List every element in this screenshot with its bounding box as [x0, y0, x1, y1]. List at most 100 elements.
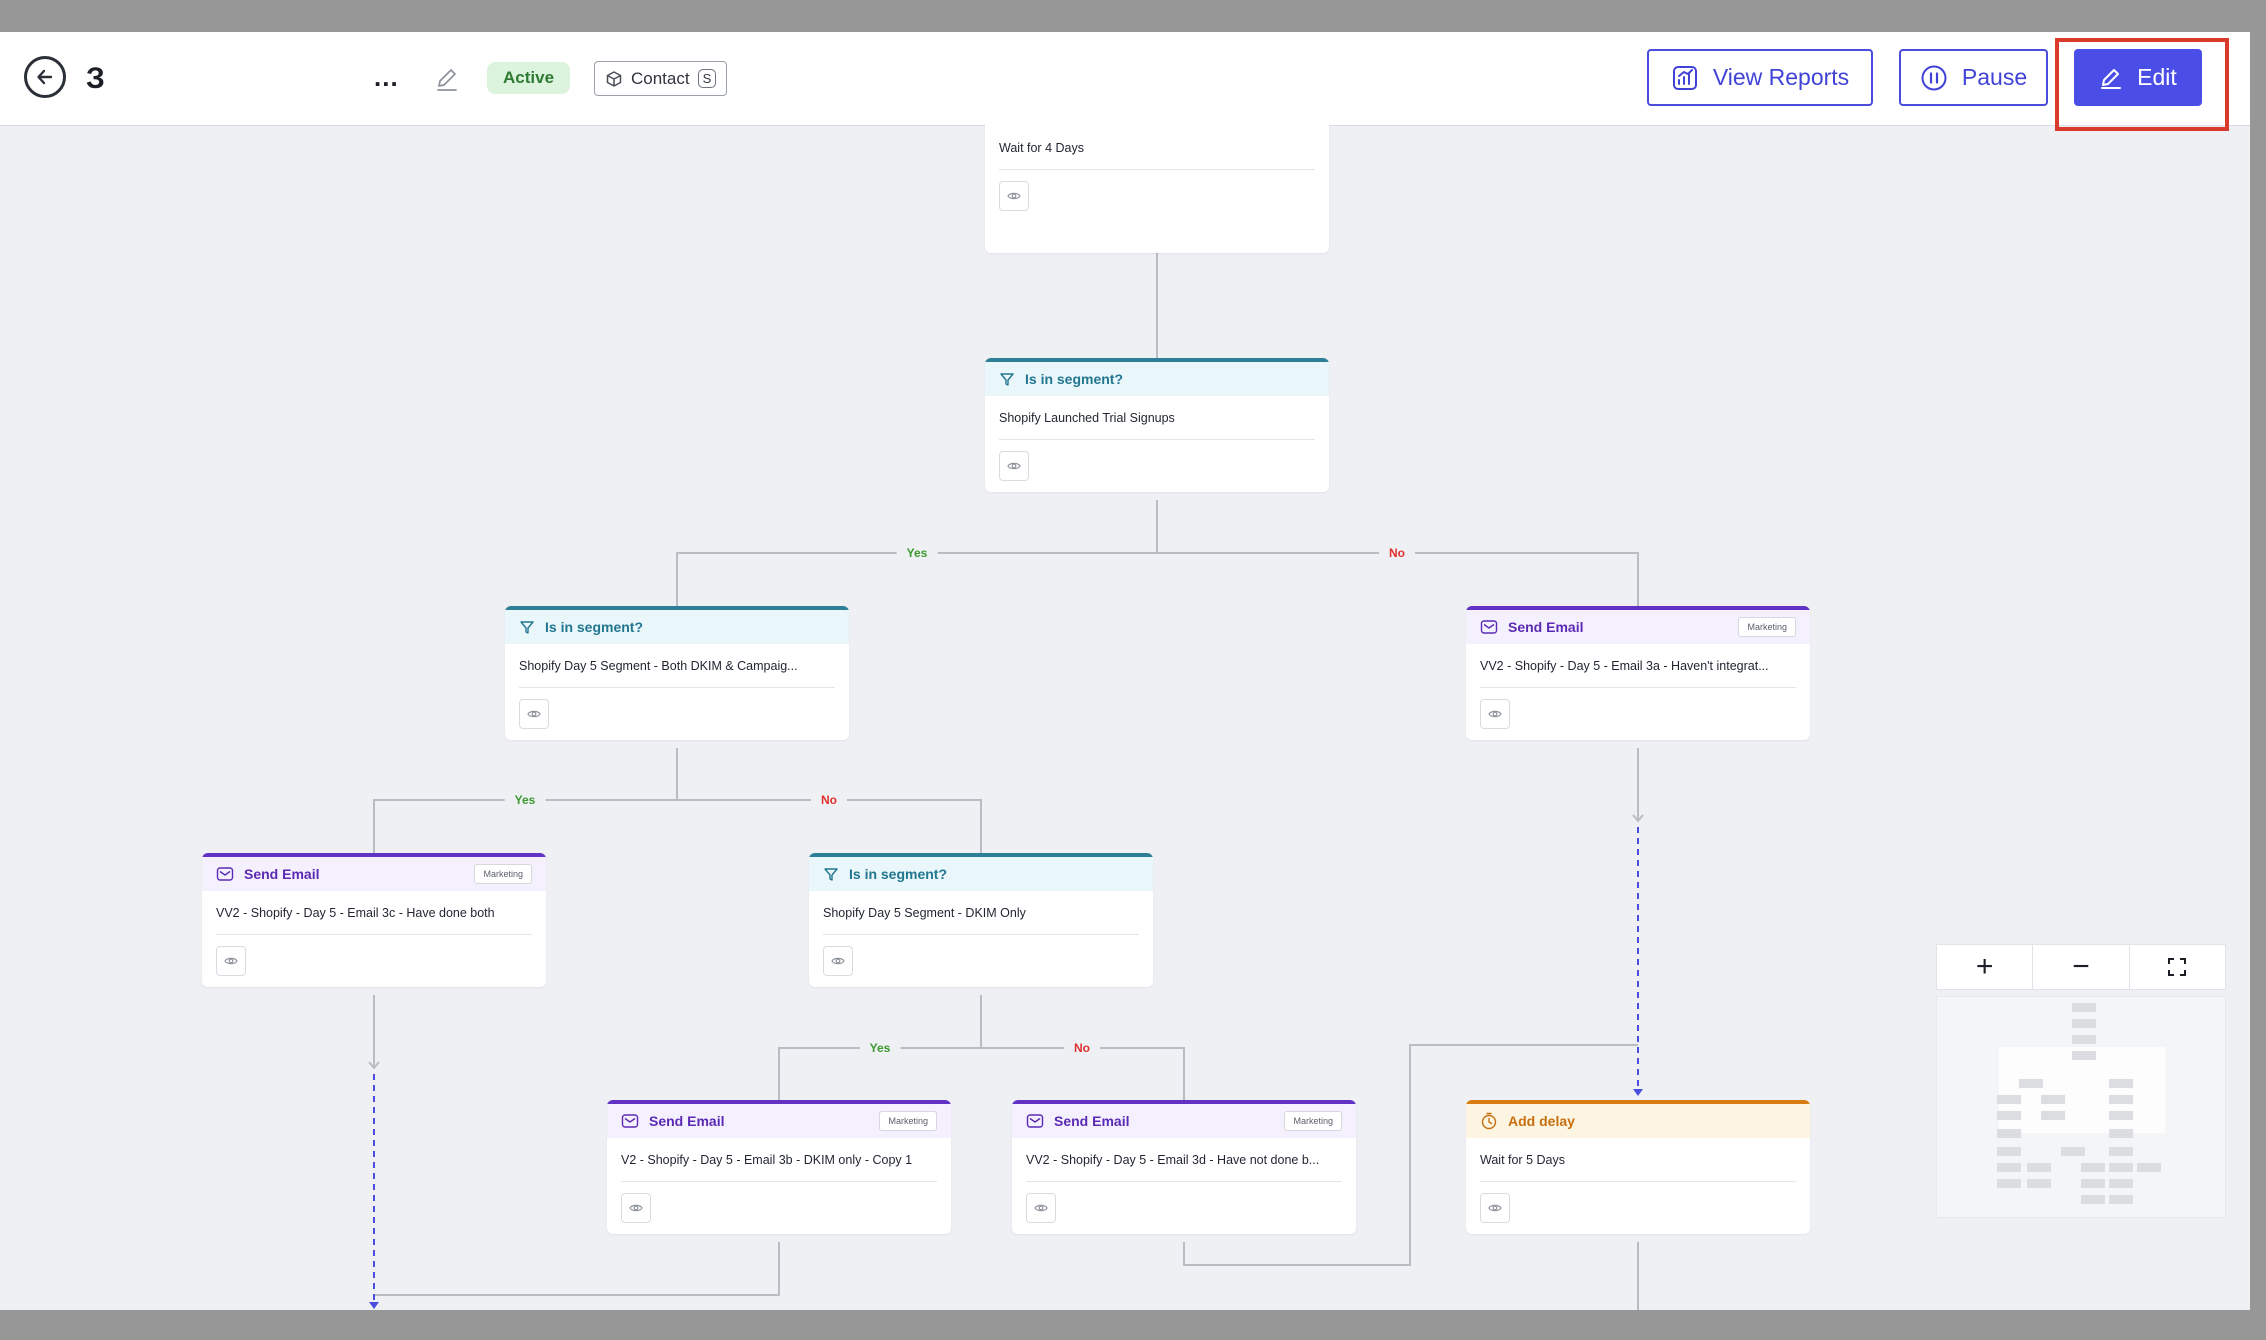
- node-segment-check[interactable]: Is in segment? Shopify Day 5 Segment - D…: [809, 853, 1153, 987]
- connectors: [368, 253, 1644, 1310]
- edge-label-no: No: [1064, 1041, 1100, 1055]
- minimap-node: [2109, 1179, 2133, 1188]
- node-description: Shopify Day 5 Segment - Both DKIM & Camp…: [519, 644, 835, 688]
- mail-icon: [1480, 619, 1498, 635]
- workflow-title: З: [86, 62, 105, 95]
- node-wait-4-days[interactable]: Wait for 4 Days: [985, 116, 1329, 253]
- preview-button[interactable]: [823, 946, 853, 976]
- mail-icon: [216, 866, 234, 882]
- minimap-node: [2109, 1129, 2133, 1138]
- minimap-node: [2081, 1163, 2105, 1172]
- node-header: Is in segment?: [505, 606, 849, 644]
- node-title: Is in segment?: [849, 866, 948, 882]
- edge-label-no: No: [811, 793, 847, 807]
- node-add-delay[interactable]: Add delay Wait for 5 Days: [1466, 1100, 1810, 1234]
- pause-icon: [1921, 65, 1947, 90]
- node-description: Wait for 5 Days: [1480, 1138, 1796, 1182]
- node-send-email[interactable]: Send Email Marketing VV2 - Shopify - Day…: [1012, 1100, 1356, 1234]
- edge-label-yes: Yes: [504, 793, 546, 807]
- marketing-tag: Marketing: [1284, 1111, 1342, 1131]
- minimap-node: [2081, 1195, 2105, 1204]
- trigger-key: S: [697, 69, 717, 88]
- zoom-in-button[interactable]: +: [1937, 945, 2034, 989]
- eye-icon: [629, 1204, 643, 1212]
- title-ellipsis: ...: [374, 62, 399, 92]
- edit-label: Edit: [2137, 64, 2177, 90]
- node-description: V2 - Shopify - Day 5 - Email 3b - DKIM o…: [621, 1138, 937, 1182]
- marketing-tag: Marketing: [474, 864, 532, 884]
- node-title: Is in segment?: [545, 619, 644, 635]
- rename-button[interactable]: [430, 62, 464, 96]
- minimap-node: [1997, 1163, 2021, 1172]
- minimap[interactable]: [1936, 996, 2226, 1218]
- back-button[interactable]: [24, 56, 66, 98]
- minimap-node: [1997, 1147, 2021, 1156]
- preview-button[interactable]: [1480, 699, 1510, 729]
- minimap-node: [2109, 1111, 2133, 1120]
- node-title: Send Email: [1508, 619, 1584, 635]
- eye-icon: [224, 957, 238, 965]
- mail-icon: [1026, 1113, 1044, 1129]
- edge-label-yes: Yes: [859, 1041, 901, 1055]
- view-reports-label: View Reports: [1712, 64, 1850, 90]
- minimap-node: [2072, 1035, 2096, 1044]
- edge-label-no: No: [1379, 546, 1415, 560]
- preview-button[interactable]: [1480, 1193, 1510, 1223]
- view-reports-button[interactable]: View Reports: [1647, 49, 1873, 106]
- pause-button[interactable]: Pause: [1899, 49, 2048, 106]
- pencil-icon: [437, 69, 457, 91]
- edge-label-yes: Yes: [896, 546, 938, 560]
- minimap-node: [2061, 1147, 2085, 1156]
- timer-icon: [1480, 1112, 1498, 1130]
- edit-button[interactable]: Edit: [2074, 49, 2202, 106]
- workflow-app: З ... Active Contact S View Reports Paus…: [0, 32, 2250, 1310]
- node-segment-check[interactable]: Is in segment? Shopify Day 5 Segment - B…: [505, 606, 849, 740]
- node-title: Add delay: [1508, 1113, 1575, 1129]
- node-title: Send Email: [1054, 1113, 1130, 1129]
- preview-button[interactable]: [621, 1193, 651, 1223]
- zoom-out-button[interactable]: −: [2033, 945, 2130, 989]
- eye-icon: [1007, 192, 1021, 200]
- minimap-node: [1997, 1179, 2021, 1188]
- minimap-node: [2019, 1079, 2043, 1088]
- node-header: Is in segment?: [985, 358, 1329, 396]
- preview-button[interactable]: [519, 699, 549, 729]
- minimap-node: [2109, 1147, 2133, 1156]
- node-send-email[interactable]: Send Email Marketing VV2 - Shopify - Day…: [1466, 606, 1810, 740]
- minimap-node: [1997, 1129, 2021, 1138]
- minimap-node: [2137, 1163, 2161, 1172]
- cube-icon: [606, 70, 622, 87]
- node-segment-check[interactable]: Is in segment? Shopify Launched Trial Si…: [985, 358, 1329, 492]
- node-send-email[interactable]: Send Email Marketing VV2 - Shopify - Day…: [202, 853, 546, 987]
- trigger-label: Contact: [631, 68, 690, 88]
- node-description: Shopify Day 5 Segment - DKIM Only: [823, 891, 1139, 935]
- workflow-canvas[interactable]: Yes No Yes No Yes No Wait for 4 Days Is …: [0, 116, 2250, 1310]
- minimap-node: [2072, 1003, 2096, 1012]
- segment-filter-icon: [519, 619, 535, 635]
- eye-icon: [1007, 462, 1021, 470]
- mail-icon: [621, 1113, 639, 1129]
- minimap-node: [2081, 1179, 2105, 1188]
- fit-view-button[interactable]: [2130, 945, 2225, 989]
- preview-button[interactable]: [216, 946, 246, 976]
- top-bar: З ... Active Contact S View Reports Paus…: [0, 32, 2250, 131]
- node-title: Send Email: [244, 866, 320, 882]
- node-header: Send Email Marketing: [202, 853, 546, 891]
- minimap-node: [2041, 1095, 2065, 1104]
- segment-filter-icon: [823, 866, 839, 882]
- node-header: Send Email Marketing: [1012, 1100, 1356, 1138]
- eye-icon: [527, 710, 541, 718]
- arrow-left-icon: [37, 69, 53, 85]
- preview-button[interactable]: [1026, 1193, 1056, 1223]
- node-send-email[interactable]: Send Email Marketing V2 - Shopify - Day …: [607, 1100, 951, 1234]
- status-badge: Active: [487, 62, 571, 94]
- node-description: Shopify Launched Trial Signups: [999, 396, 1315, 440]
- preview-button[interactable]: [999, 451, 1029, 481]
- node-description: VV2 - Shopify - Day 5 - Email 3d - Have …: [1026, 1138, 1342, 1182]
- node-header: Send Email Marketing: [1466, 606, 1810, 644]
- preview-button[interactable]: [999, 181, 1029, 211]
- minimap-node: [2109, 1079, 2133, 1088]
- minimap-node: [1997, 1095, 2021, 1104]
- minimap-node: [1997, 1111, 2021, 1120]
- minimap-node: [2109, 1095, 2133, 1104]
